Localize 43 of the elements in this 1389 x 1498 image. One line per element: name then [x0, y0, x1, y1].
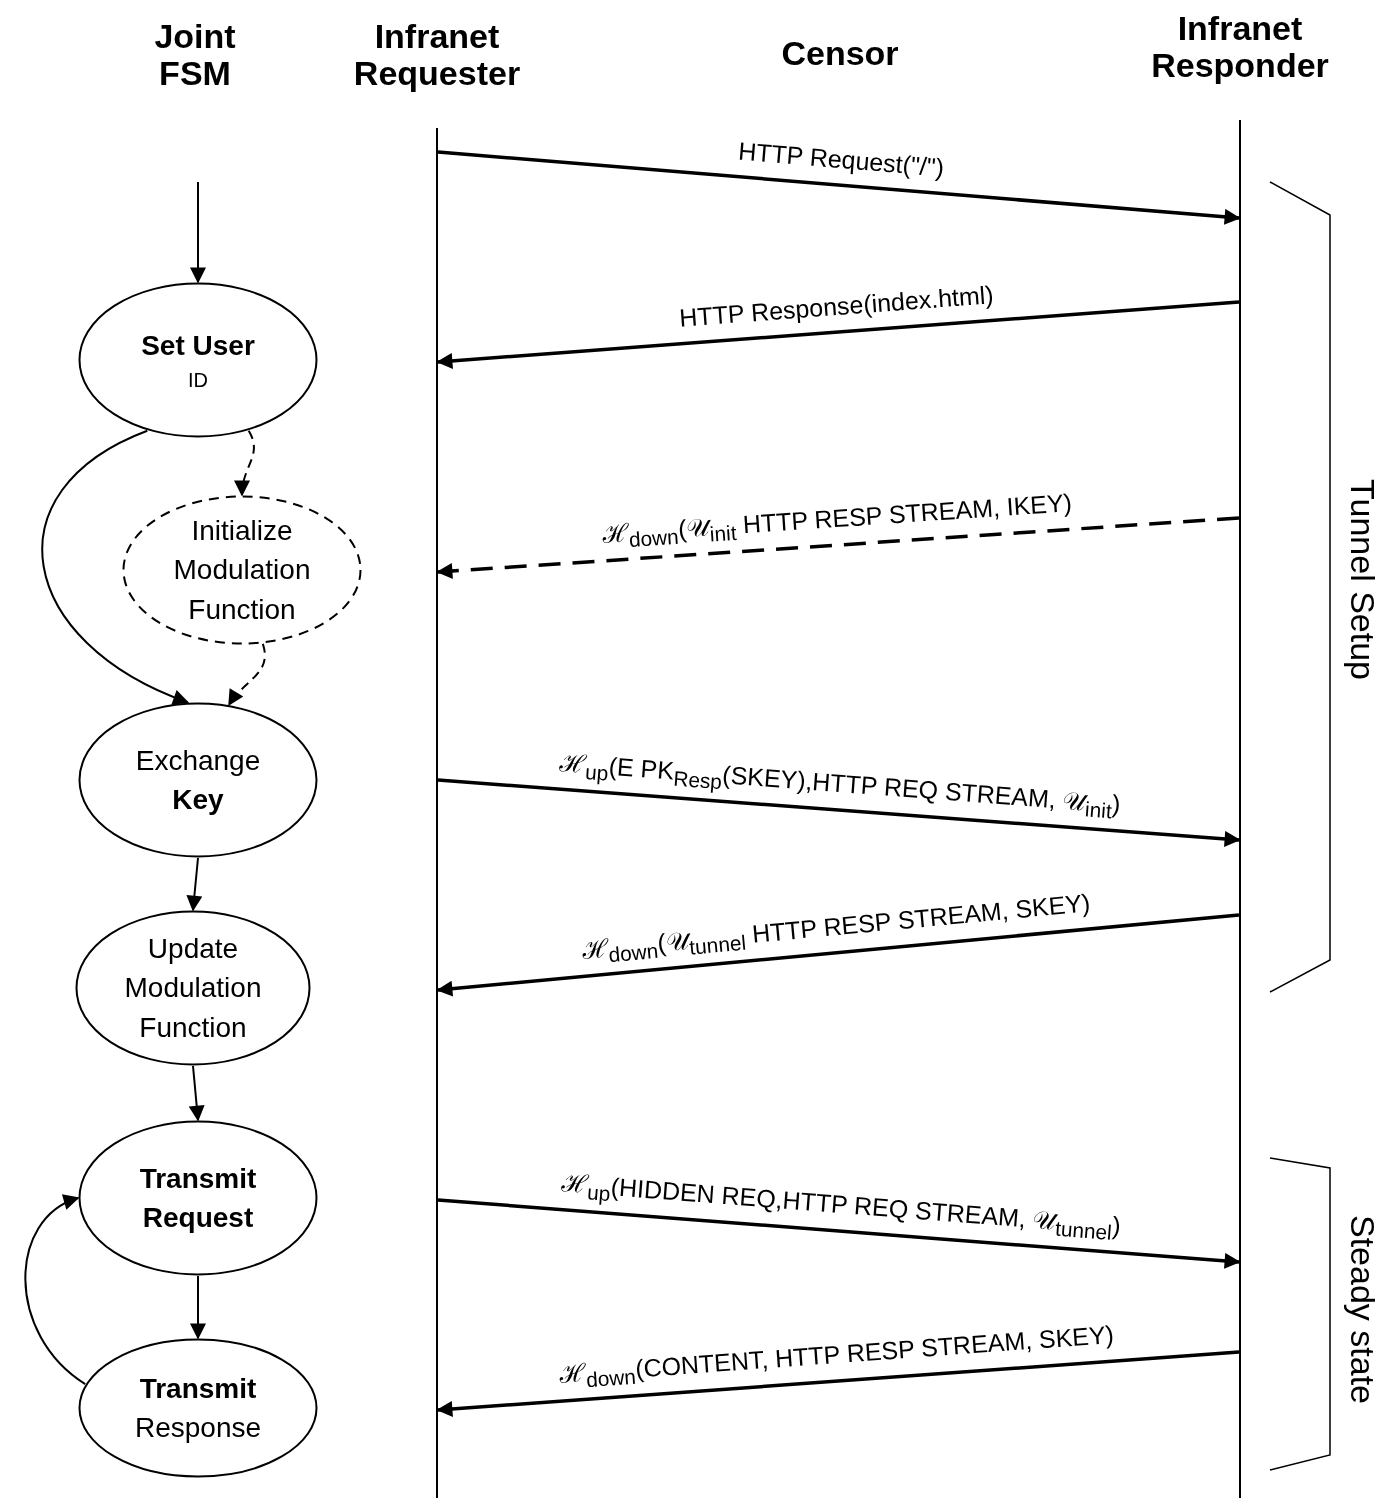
state-label: ID — [187, 367, 209, 393]
transition-arrow — [190, 181, 206, 284]
phase-label: Tunnel Setup — [1342, 478, 1382, 682]
message-arrow — [437, 150, 1241, 225]
state-label: Transmit Request — [138, 1161, 258, 1235]
transition-arrow — [234, 429, 255, 497]
message-label: ℋ$_{up}$(HIDDEN REQ,HTTP REQ STREAM, 𝒰$_{tunnel}$) — [559, 1167, 1122, 1246]
transition-arrow — [190, 1275, 206, 1340]
message-arrow — [437, 778, 1241, 847]
state-ellipse — [78, 702, 318, 858]
participant-heading: Infranet Responder — [1150, 10, 1330, 85]
message-label: ℋ$_{down}$(𝒰$_{init}$ HTTP RESP STREAM, IKEY) — [601, 487, 1073, 554]
message-arrow — [436, 300, 1240, 369]
message-arrow — [436, 1350, 1240, 1417]
state-ellipse — [78, 282, 318, 438]
phase-label: Steady state — [1342, 1214, 1382, 1406]
message-label: HTTP Response(index.html) — [678, 279, 995, 333]
state-label: Key — [171, 783, 225, 817]
state-ellipse — [78, 1338, 318, 1478]
transition-arrow — [41, 429, 189, 705]
message-arrow — [437, 1198, 1241, 1269]
message-label: ℋ$_{down}$(𝒰$_{tunnel}$ HTTP RESP STREAM, SKEY) — [580, 886, 1092, 968]
message-arrow — [436, 913, 1240, 997]
transition-arrow — [24, 1196, 87, 1386]
state-ellipse — [75, 910, 311, 1066]
state-label: Initialize Modulation Function — [172, 514, 312, 627]
transition-arrow — [228, 642, 266, 706]
state-label: Set User — [141, 329, 255, 364]
state-ellipse — [78, 1120, 318, 1276]
message-arrow — [436, 516, 1240, 579]
message-label: HTTP Request("/") — [736, 136, 945, 182]
state-ellipse — [122, 495, 362, 645]
participant-heading: Infranet Requester — [352, 18, 522, 93]
message-label: ℋ$_{up}$(E PK$_{Resp}$(SKEY),HTTP REQ STREAM, 𝒰$_{init}$) — [558, 747, 1123, 824]
transition-arrow — [186, 857, 203, 912]
column-heading: Censor — [780, 35, 900, 73]
state-label: Response — [134, 1411, 262, 1445]
state-label: Transmit — [138, 1371, 258, 1406]
transition-arrow — [188, 1065, 205, 1122]
column-heading: Joint FSM — [153, 18, 237, 93]
state-label: Exchange — [135, 743, 261, 778]
message-label: ℋ$_{down}$(CONTENT, HTTP RESP STREAM, SKEY) — [557, 1319, 1115, 1394]
state-label: Update Modulation Function — [123, 932, 263, 1045]
